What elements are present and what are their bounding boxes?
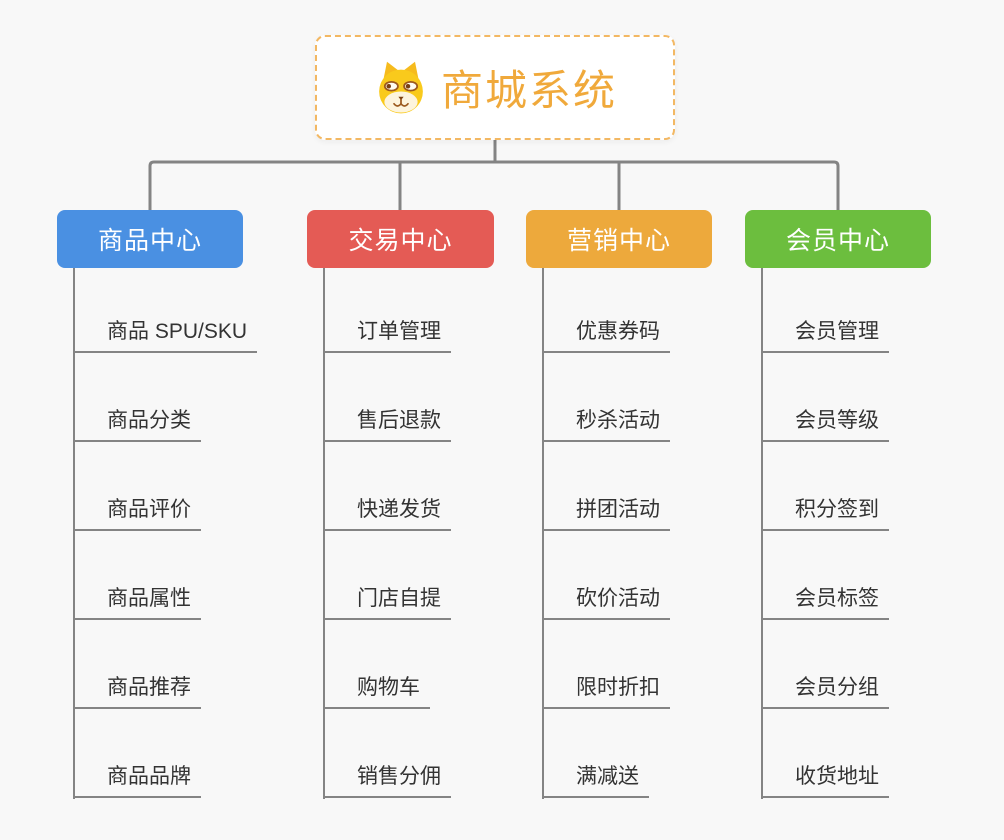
child-node[interactable]: 满减送 <box>544 762 649 798</box>
child-node[interactable]: 商品推荐 <box>75 673 201 709</box>
child-node[interactable]: 积分签到 <box>763 495 889 531</box>
child-node[interactable]: 秒杀活动 <box>544 406 670 442</box>
child-node[interactable]: 拼团活动 <box>544 495 670 531</box>
branch-node-label: 会员中心 <box>785 227 890 255</box>
child-node[interactable]: 商品评价 <box>75 495 201 531</box>
branch-node-trade-center[interactable]: 交易中心 <box>307 210 494 268</box>
child-node-label: 门店自提 <box>357 587 441 610</box>
branch-node-label: 营销中心 <box>566 227 671 255</box>
child-node-label: 满减送 <box>576 765 639 788</box>
child-node[interactable]: 限时折扣 <box>544 673 670 709</box>
child-node[interactable]: 会员分组 <box>763 673 889 709</box>
child-node-label: 拼团活动 <box>576 498 660 521</box>
child-node-label: 商品评价 <box>107 498 191 521</box>
child-node[interactable]: 砍价活动 <box>544 584 670 620</box>
child-node-label: 会员分组 <box>795 676 879 699</box>
child-node[interactable]: 会员标签 <box>763 584 889 620</box>
branch-children-column-marketing: 优惠券码秒杀活动拼团活动砍价活动限时折扣满减送 <box>542 268 784 799</box>
child-node[interactable]: 商品品牌 <box>75 762 201 798</box>
child-node[interactable]: 商品属性 <box>75 584 201 620</box>
branch-node-marketing-center[interactable]: 营销中心 <box>526 210 712 268</box>
child-node-label: 销售分佣 <box>357 765 441 788</box>
child-node[interactable]: 优惠券码 <box>544 317 670 353</box>
child-node-label: 会员管理 <box>795 320 879 343</box>
child-node-label: 优惠券码 <box>576 320 660 343</box>
child-node[interactable]: 快递发货 <box>325 495 451 531</box>
child-node-label: 商品分类 <box>107 409 191 432</box>
child-node[interactable]: 订单管理 <box>325 317 451 353</box>
child-node[interactable]: 商品分类 <box>75 406 201 442</box>
child-node[interactable]: 会员管理 <box>763 317 889 353</box>
branch-node-member-center[interactable]: 会员中心 <box>745 210 931 268</box>
child-node[interactable]: 商品 SPU/SKU <box>75 317 258 353</box>
branch-node-label: 交易中心 <box>348 227 453 255</box>
child-node-label: 限时折扣 <box>576 676 660 699</box>
child-node-label: 售后退款 <box>357 409 441 432</box>
root-node-label: 商城系统 <box>440 67 617 114</box>
child-node-label: 会员标签 <box>795 587 879 610</box>
child-node[interactable]: 门店自提 <box>325 584 451 620</box>
child-node-label: 商品品牌 <box>107 765 191 788</box>
child-node-label: 积分签到 <box>795 498 879 521</box>
child-node-label: 订单管理 <box>357 320 441 343</box>
child-node-label: 会员等级 <box>795 409 879 432</box>
child-node-label: 商品推荐 <box>107 676 191 699</box>
child-node-label: 砍价活动 <box>576 587 660 610</box>
child-node-label: 商品属性 <box>107 587 191 610</box>
child-node[interactable]: 售后退款 <box>325 406 451 442</box>
child-node-label: 收货地址 <box>795 765 879 788</box>
branch-node-label: 商品中心 <box>97 227 202 255</box>
dog-face-icon <box>379 61 423 113</box>
child-node-label: 秒杀活动 <box>576 409 660 432</box>
child-node-label: 快递发货 <box>357 498 441 521</box>
branch-children-column-member: 会员管理会员等级积分签到会员标签会员分组收货地址 <box>761 268 1003 799</box>
branch-children-column-product: 商品 SPU/SKU 商品分类商品评价商品属性商品推荐商品品牌 <box>73 268 315 799</box>
child-node-label: 购物车 <box>357 676 420 699</box>
child-node-label: 商品 SPU/SKU <box>107 320 248 343</box>
root-node[interactable]: 商城系统 <box>315 35 675 140</box>
branch-children-column-trade: 订单管理售后退款快递发货门店自提购物车销售分佣 <box>323 268 565 799</box>
child-node[interactable]: 购物车 <box>325 673 430 709</box>
child-node[interactable]: 收货地址 <box>763 762 889 798</box>
branch-node-product-center[interactable]: 商品中心 <box>57 210 243 268</box>
child-node[interactable]: 会员等级 <box>763 406 889 442</box>
child-node[interactable]: 销售分佣 <box>325 762 451 798</box>
